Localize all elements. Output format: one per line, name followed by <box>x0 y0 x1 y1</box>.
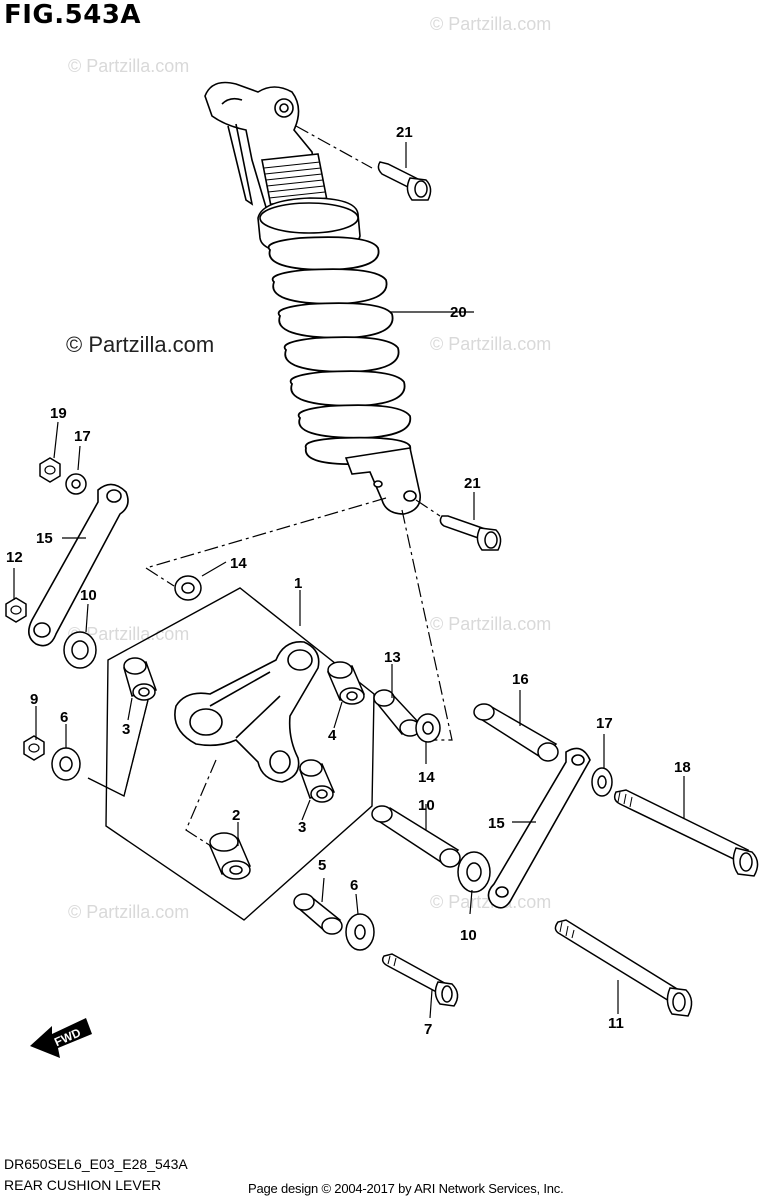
callout-9: 10 <box>418 797 435 814</box>
figure-name: REAR CUSHION LEVER <box>4 1177 162 1193</box>
callout-21: 21 <box>396 124 413 141</box>
nut-8 <box>23 735 45 761</box>
cushion-rod-15-left <box>28 483 129 647</box>
cushion-lever <box>174 641 320 783</box>
watermark: © Partzilla.com <box>430 14 551 34</box>
callout-21: 21 <box>464 475 481 492</box>
callout-3: 3 <box>122 721 130 738</box>
watermark: © Partzilla.com <box>68 56 189 76</box>
washer-14-lower <box>415 713 441 743</box>
callout-2: 2 <box>232 807 240 824</box>
washer-10-right <box>457 851 491 893</box>
watermark: © Partzilla.com <box>66 332 214 357</box>
callout-17: 17 <box>596 715 613 732</box>
bolt-7 <box>381 953 459 1007</box>
callout-13: 13 <box>384 649 401 666</box>
callout-leaders <box>13 142 685 1019</box>
fwd-label: FWD <box>52 1025 83 1049</box>
nut-12 <box>5 597 27 623</box>
callout-14: 14 <box>418 769 435 786</box>
rear-shock-absorber <box>204 81 421 515</box>
watermark: © Partzilla.com <box>430 334 551 354</box>
model-code: DR650SEL6_E03_E28_543A <box>4 1156 188 1172</box>
forward-arrow-icon: FWD <box>30 1018 92 1058</box>
part-callouts: 21 20 21 19 17 15 12 10 14 1 3 4 9 6 2 3… <box>6 124 691 1038</box>
washer-10-left <box>63 631 97 669</box>
washer-17-left <box>65 473 87 495</box>
watermarks: © Partzilla.com © Partzilla.com © Partzi… <box>66 14 551 922</box>
callout-11: 11 <box>608 1015 624 1032</box>
spacer-16 <box>473 703 559 762</box>
callout-17: 17 <box>74 428 91 445</box>
nut-19 <box>39 457 61 483</box>
washer-14-upper <box>174 575 202 601</box>
callout-10: 10 <box>460 927 477 944</box>
callout-7: 7 <box>424 1021 432 1038</box>
washer-6-right <box>345 913 375 951</box>
callout-16: 16 <box>512 671 529 688</box>
callout-15: 15 <box>36 530 53 547</box>
callout-4: 4 <box>328 727 337 744</box>
page-footer: Page design © 2004-2017 by ARI Network S… <box>248 1181 564 1196</box>
bearing-4 <box>326 661 366 705</box>
callout-14: 14 <box>230 555 247 572</box>
callout-19: 19 <box>50 405 67 422</box>
callout-10: 10 <box>80 587 97 604</box>
watermark: © Partzilla.com <box>68 902 189 922</box>
callout-15: 15 <box>488 815 505 832</box>
bolt-21-lower <box>439 515 502 551</box>
callout-5: 5 <box>318 857 326 874</box>
callout-6: 6 <box>60 709 68 726</box>
callout-3: 3 <box>298 819 306 836</box>
callout-12: 12 <box>6 549 23 566</box>
spacer-5 <box>293 893 343 935</box>
watermark: © Partzilla.com <box>430 614 551 634</box>
callout-6: 6 <box>350 877 358 894</box>
bracket-side-line <box>87 699 149 798</box>
spacer-13 <box>373 689 422 737</box>
cushion-rod-15-right <box>487 747 591 909</box>
lever-assembly-bracket <box>105 587 375 921</box>
watermark: © Partzilla.com <box>68 624 189 644</box>
callout-1: 1 <box>294 575 302 592</box>
washer-6-left <box>51 747 81 781</box>
callout-18: 18 <box>674 759 691 776</box>
figure-title: FIG.543A <box>4 0 142 30</box>
bearing-2 <box>208 832 252 880</box>
spacer-9 <box>371 805 461 868</box>
bolt-11 <box>554 919 693 1017</box>
callout-8: 9 <box>30 691 38 708</box>
bearing-3-left <box>123 657 157 701</box>
bolt-18 <box>613 789 759 877</box>
washer-17-right <box>591 767 613 797</box>
bolt-21-upper <box>377 161 432 201</box>
callout-20: 20 <box>450 304 467 321</box>
bearing-3-right <box>299 759 336 803</box>
